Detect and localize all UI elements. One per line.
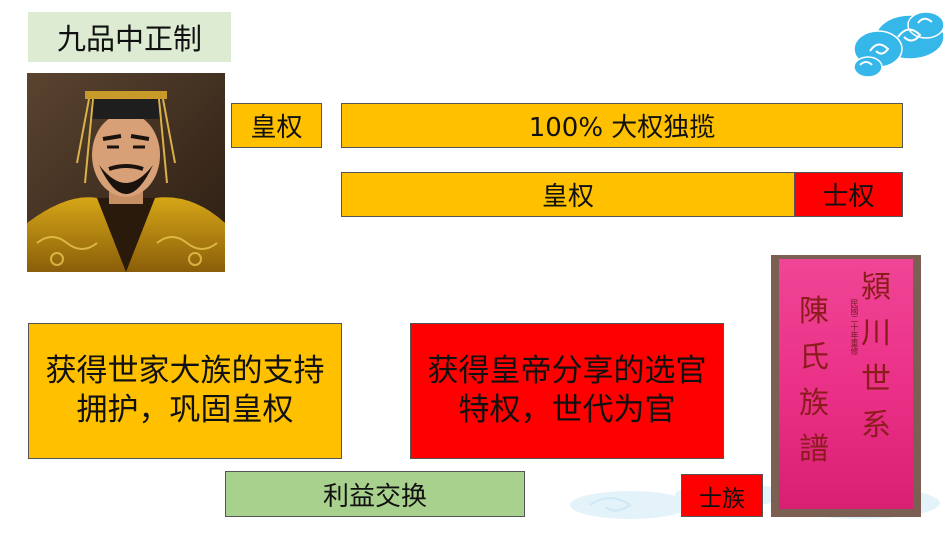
emperor-portrait xyxy=(27,73,225,272)
interest-exchange-box: 利益交换 xyxy=(225,471,525,517)
clan-benefit-box: 获得皇帝分享的选官特权，世代为官 xyxy=(410,323,724,459)
scholar-power-segment: 士权 xyxy=(794,172,903,217)
book-small-note: 民國二十年重修 xyxy=(850,299,859,355)
book-cover: 潁川世 系 陳氏族 譜 民國二十年重修 xyxy=(779,259,913,509)
full-power-bar: 100% 大权独揽 xyxy=(341,103,903,148)
book-text-right-bottom: 系 xyxy=(861,408,891,443)
genealogy-book-image: 潁川世 系 陳氏族 譜 民國二十年重修 xyxy=(771,255,921,517)
gentry-clan-label: 士族 xyxy=(681,474,763,517)
cloud-icon xyxy=(853,11,945,78)
book-text-left-bottom: 譜 xyxy=(799,432,829,467)
book-text-left: 陳氏族 xyxy=(799,294,829,421)
emperor-benefit-box: 获得世家大族的支持拥护，巩固皇权 xyxy=(28,323,342,459)
page-title: 九品中正制 xyxy=(28,12,231,62)
imperial-power-label: 皇权 xyxy=(231,103,322,148)
book-text-right: 潁川世 xyxy=(861,270,891,397)
imperial-power-segment: 皇权 xyxy=(341,172,795,217)
